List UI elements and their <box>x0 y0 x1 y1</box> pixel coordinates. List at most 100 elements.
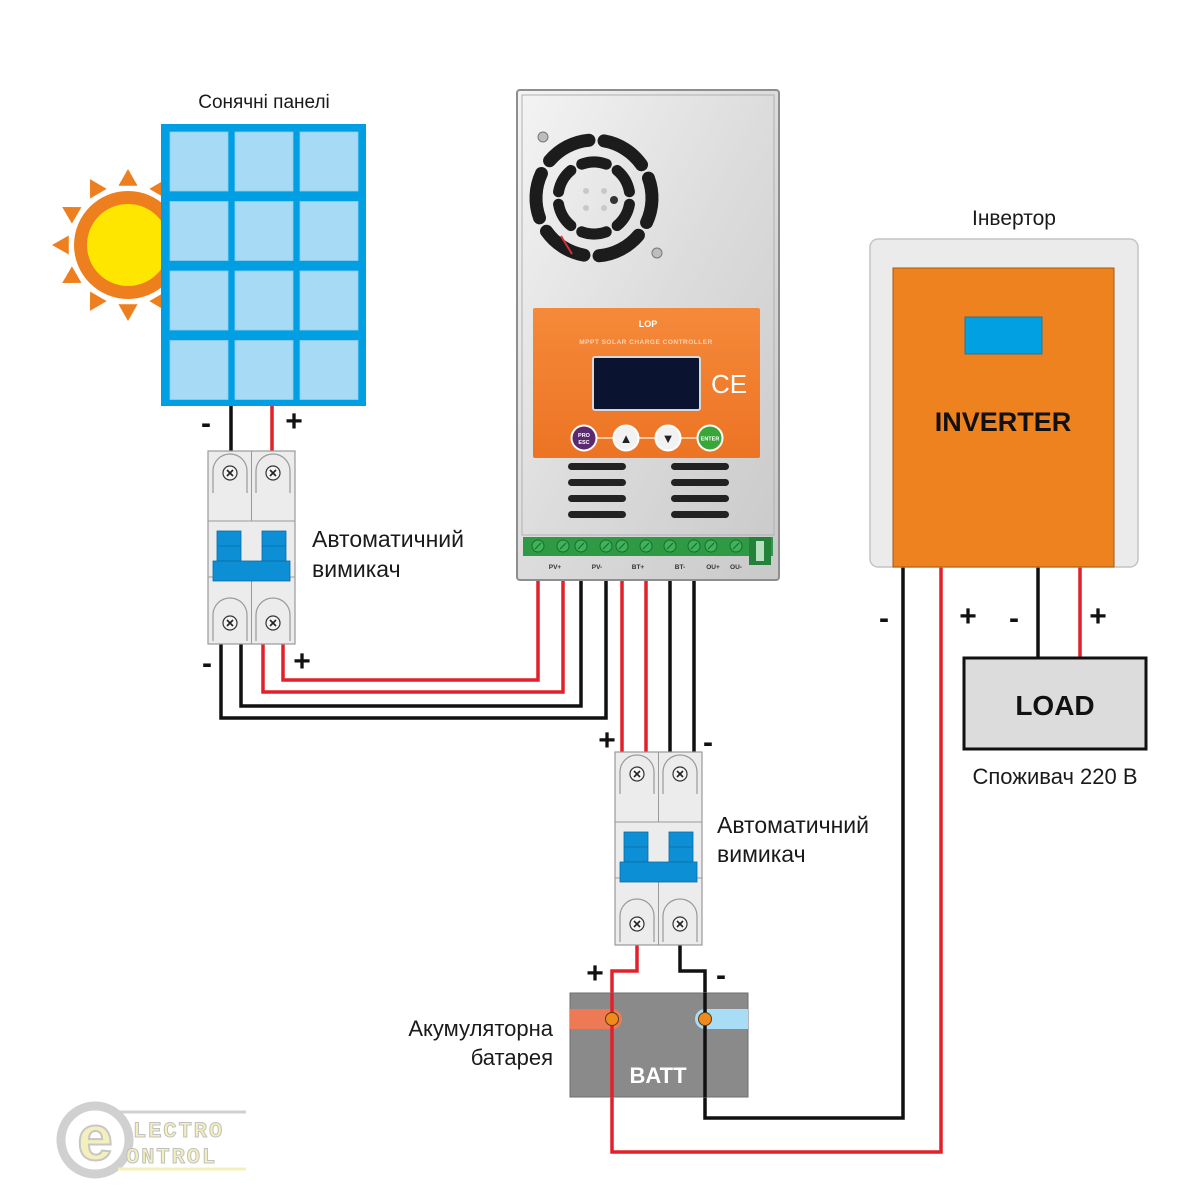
solar-cell <box>234 340 294 400</box>
sun-ray <box>90 179 107 199</box>
screw-icon <box>537 131 549 143</box>
sun-ray <box>90 291 107 311</box>
logo-text-line1: LECTRO <box>133 1119 224 1144</box>
screw-cross <box>676 770 684 778</box>
minus-sign: - <box>201 407 211 440</box>
logo-letter: e <box>77 1102 113 1174</box>
breaker-pv-label-line2: вимикач <box>312 556 401 582</box>
solar-cell <box>169 340 229 400</box>
solar-cell <box>169 131 229 192</box>
inverter: INVERTER <box>869 238 1139 568</box>
plus-sign: + <box>586 957 604 990</box>
logo-ring <box>56 1101 134 1179</box>
battery-label: BATT <box>629 1063 687 1088</box>
battery: BATT <box>569 992 749 1098</box>
breaker-toggle-bar[interactable] <box>619 861 698 883</box>
fan-slot <box>640 171 659 230</box>
screw-cross <box>633 770 641 778</box>
load-caption: Споживач 220 В <box>972 764 1137 789</box>
fan-slot <box>539 224 591 262</box>
breaker-toggle-bar[interactable] <box>212 560 291 582</box>
vent-slot <box>671 479 729 486</box>
solar-cell <box>299 340 359 400</box>
terminal-label: PV- <box>592 564 602 571</box>
controller-button-label: PRO <box>578 433 591 439</box>
fan-slot <box>543 133 596 168</box>
controller-button[interactable] <box>570 424 598 452</box>
solar-panel <box>161 124 366 406</box>
controller-button[interactable] <box>654 424 682 452</box>
screw-cross <box>226 469 234 477</box>
minus-sign: - <box>879 602 889 635</box>
terminal-label: OU- <box>730 564 742 571</box>
vent-slot <box>671 511 729 518</box>
battery-negative-terminal <box>698 1012 712 1026</box>
fan-slot <box>597 134 649 172</box>
solar-cell <box>234 131 294 192</box>
sun-ray <box>118 169 138 186</box>
circuit-breaker-pv[interactable] <box>207 450 296 645</box>
solar-panels-label: Сонячні панелі <box>198 92 330 113</box>
wire-pv-positive-outer <box>261 560 565 694</box>
terminal-hood <box>662 754 698 794</box>
terminal-screws <box>531 539 743 553</box>
controller-button-label: ▲ <box>620 431 633 446</box>
breaker-pv-label-line1: Автоматичний <box>312 526 464 552</box>
wire-pv-negative-inner <box>239 560 583 708</box>
vent-slot <box>671 495 729 502</box>
sun-ray <box>52 235 69 255</box>
fan-hub-hole <box>610 196 618 204</box>
wire-pv-negative-outer <box>219 560 608 720</box>
plus-sign: + <box>598 724 616 757</box>
fan-hub-hole <box>601 188 607 194</box>
fan-slot <box>553 198 577 232</box>
terminal-hood <box>212 453 248 493</box>
fan-hub-hole <box>601 205 607 211</box>
fan-hub-hole <box>583 205 589 211</box>
controller-button[interactable] <box>696 424 724 452</box>
terminal-label: BT+ <box>632 564 645 571</box>
vent-slot <box>568 511 626 518</box>
fan-slot <box>592 228 645 263</box>
terminal-hood <box>212 597 248 641</box>
vent-slot <box>568 463 626 470</box>
minus-sign: - <box>716 959 726 992</box>
screw-icon <box>651 247 663 259</box>
plus-sign: + <box>959 600 977 633</box>
vent-slot <box>568 495 626 502</box>
inverter-screen <box>964 316 1043 355</box>
controller-lcd-screen <box>592 356 701 411</box>
screw-cross <box>269 469 277 477</box>
fan-slot <box>576 226 612 240</box>
inverter-label: INVERTER <box>935 407 1072 437</box>
vent-slot <box>568 479 626 486</box>
controller-housing-inner-edge <box>521 94 775 536</box>
fan-slot <box>553 164 577 198</box>
load-box <box>962 656 1148 751</box>
vent-slot <box>671 463 729 470</box>
solar-cell <box>169 201 229 261</box>
fan-slot <box>611 198 635 232</box>
screw-cross <box>633 920 641 928</box>
controller-vents <box>568 463 729 518</box>
inverter-title: Інвертор <box>972 207 1056 230</box>
minus-sign: - <box>1009 602 1019 635</box>
fan-slot <box>611 164 635 198</box>
circuit-breaker-battery[interactable] <box>614 751 703 946</box>
plus-sign: + <box>293 645 311 678</box>
terminal-hood <box>255 597 291 641</box>
fan-wire <box>560 235 573 255</box>
controller-brand-logo: LOP <box>639 319 658 329</box>
polarity-marks: - + - + + - + - - + - + <box>201 405 1107 992</box>
screw-cross <box>226 619 234 627</box>
minus-sign: - <box>202 647 212 680</box>
minus-sign: - <box>703 726 713 759</box>
screw-cross <box>676 920 684 928</box>
logo-text-line2: ONTROL <box>126 1145 217 1170</box>
controller-button[interactable] <box>612 424 640 452</box>
load: LOAD <box>962 656 1148 751</box>
fan-slot <box>576 156 612 170</box>
screw-cross <box>269 619 277 627</box>
fan-slot <box>529 166 548 225</box>
sun-ray <box>118 304 138 321</box>
